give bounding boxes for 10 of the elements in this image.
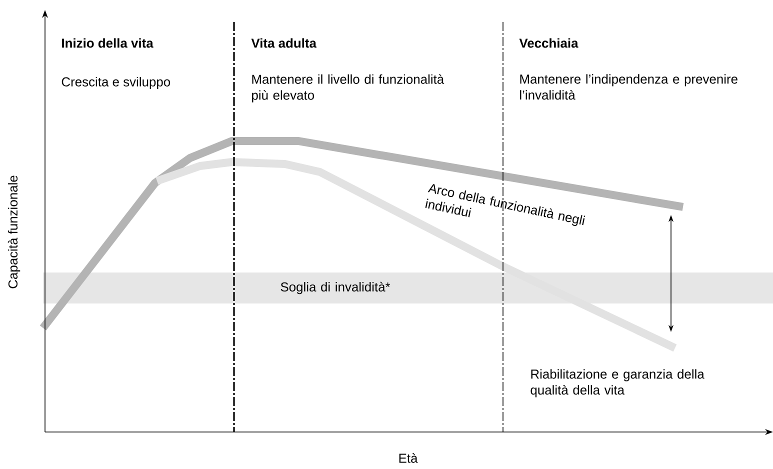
stage-description: Crescita e sviluppo: [62, 76, 170, 90]
stage-heading: Inizio della vita: [62, 38, 154, 48]
threshold-band: Soglia di invalidità*: [43, 272, 773, 304]
stage-description: Mantenere l’indipendenza e prevenire l’invalidità: [520, 74, 738, 100]
stage-heading: Vita adulta: [251, 38, 317, 48]
axis-label: Capacità funzionale: [8, 176, 20, 288]
axis-label: Età: [399, 453, 418, 463]
annotation: Riabilitazione e garanzia della qualità della vita: [530, 369, 704, 398]
stage-description: Mantenere il livello di funzionalità più elevato: [252, 74, 444, 102]
stage-heading: Vecchiaia: [519, 38, 578, 48]
